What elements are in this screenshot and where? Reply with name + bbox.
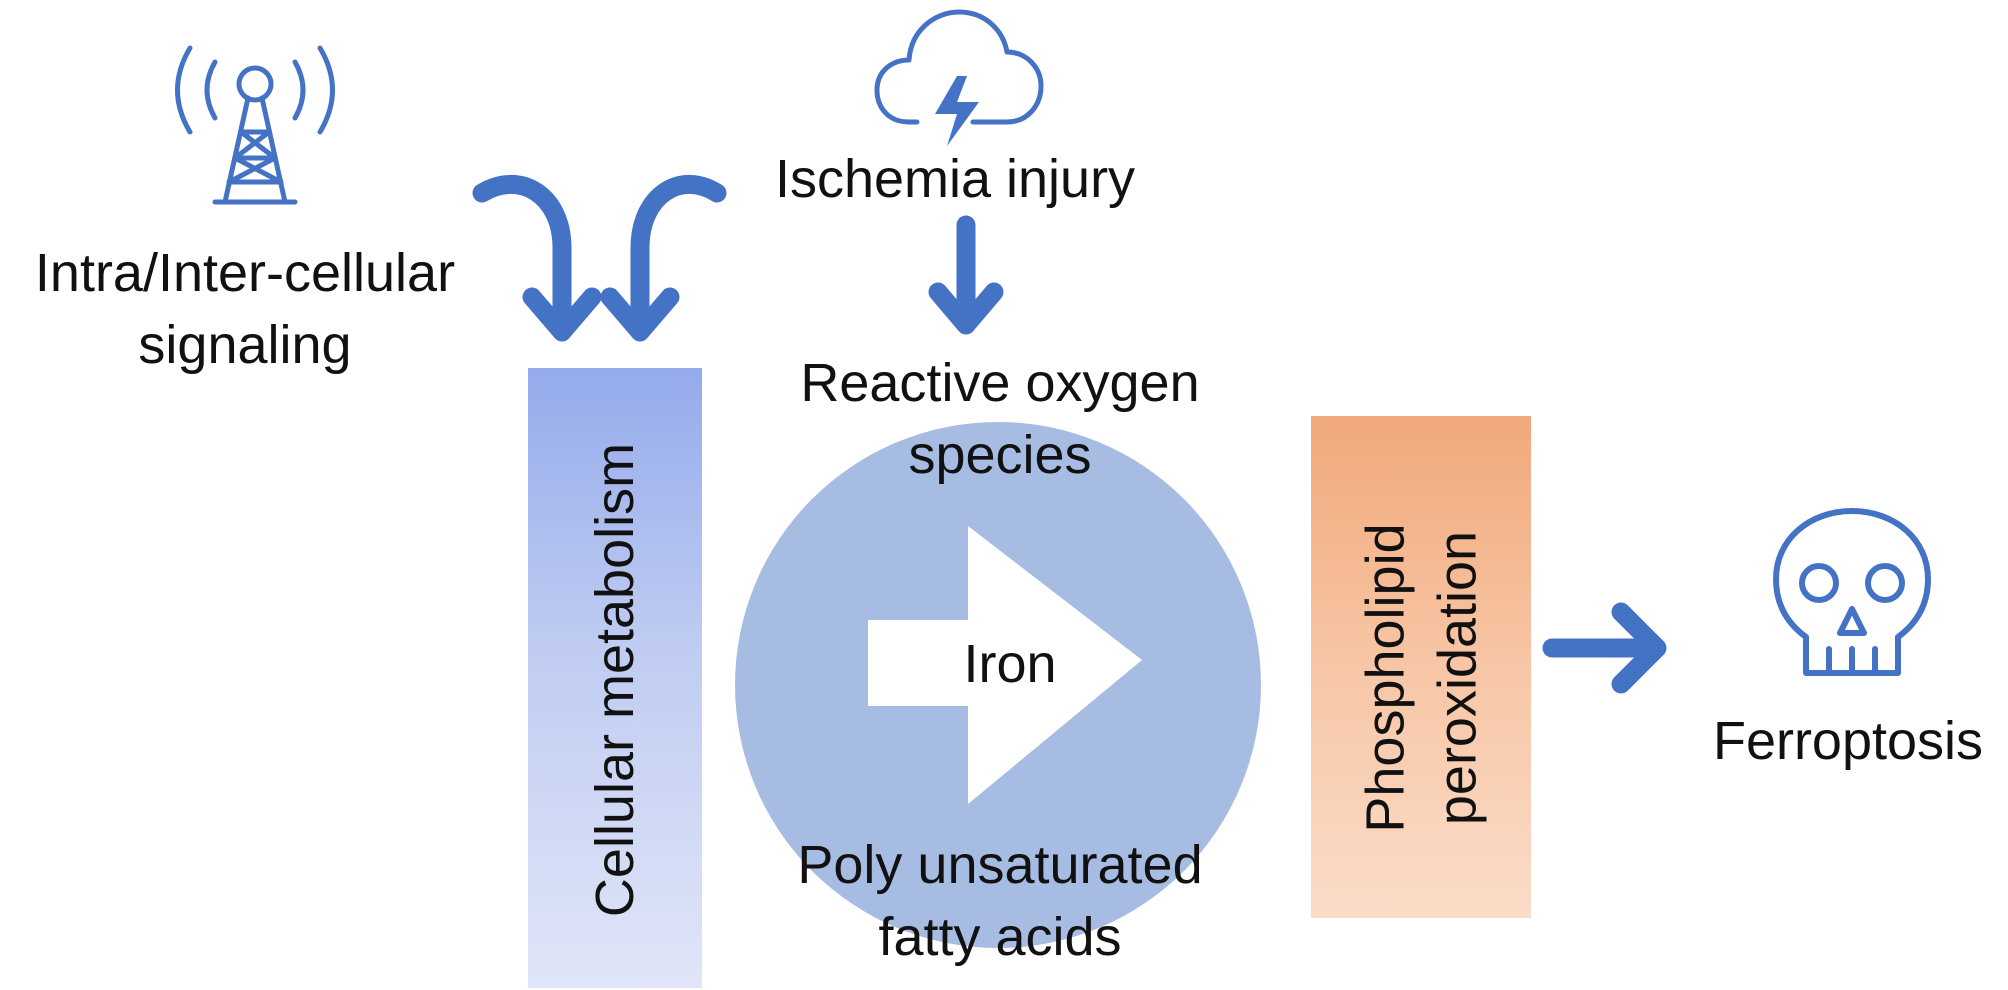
signaling-curved-arrow	[472, 175, 572, 335]
ros-line2: species	[908, 425, 1092, 486]
phospholipid-label: Phospholipid peroxidation	[1350, 523, 1495, 832]
ros-label: Reactive oxygen species	[760, 347, 1240, 492]
phospholipid-line1: Phospholipid	[1355, 523, 1416, 833]
phospholipid-bar	[1311, 416, 1531, 918]
phospholipid-line2: peroxidation	[1428, 530, 1488, 826]
radio-tower-icon	[165, 40, 345, 210]
ros-line1: Reactive oxygen	[800, 353, 1200, 413]
signaling-arrowhead	[522, 287, 602, 342]
signaling-line2: signaling	[138, 315, 352, 376]
signaling-label: Intra/Inter-cellular signaling	[0, 237, 490, 382]
iron-block-arrow	[868, 526, 1142, 804]
pufa-label: Poly unsaturated fatty acids	[750, 829, 1250, 974]
ferroptosis-label: Ferroptosis	[1712, 711, 1984, 771]
iron-label: Iron	[963, 634, 1057, 694]
cellular-metabolism-bar	[528, 368, 702, 988]
ischemia-arrowhead	[600, 287, 680, 342]
pufa-line1: Poly unsaturated	[797, 835, 1203, 895]
ferroptosis-arrowhead	[1611, 602, 1667, 694]
signaling-line1: Intra/Inter-cellular	[34, 243, 456, 303]
ischemia-curved-arrow	[630, 174, 727, 335]
skull-icon	[1772, 507, 1932, 679]
cellular-metabolism-label: Cellular metabolism	[584, 442, 645, 918]
ischemia-injury-label: Ischemia injury	[774, 149, 1136, 209]
storm-cloud-icon	[873, 6, 1045, 151]
ischemia-down-arrowhead	[928, 282, 1004, 335]
pufa-line2: fatty acids	[878, 907, 1122, 968]
